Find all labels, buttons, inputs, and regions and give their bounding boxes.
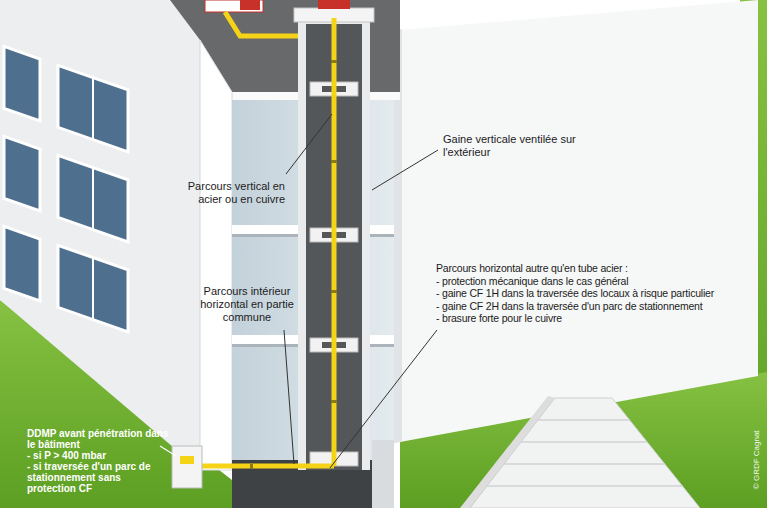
label-group: DDMP avant pénétration dans le bâtiment-… [27,428,169,494]
callout-label: - gaine CF 1H dans la traversée des loca… [436,287,760,300]
label-box: Gaine verticale ventilée sur l'extérieur [443,133,593,159]
callout-label: DDMP avant pénétration dans le bâtiment [27,428,169,450]
callout-label: Gaine verticale ventilée sur l'extérieur [443,133,593,159]
leader-line [284,330,294,464]
label-box: Parcours intérieur horizontal en partie … [196,285,298,325]
leader-line [372,150,438,190]
callout-label: - si P > 400 mbar [27,450,169,461]
leader-line [330,330,437,468]
label-box: © GRDF Cagnat [752,415,762,505]
callout-label: Parcours horizontal autre qu'en tube aci… [436,262,760,275]
callout-label: © GRDF Cagnat [752,415,762,505]
label-box: Parcours vertical en acier ou en cuivre [185,180,285,206]
leader-line [160,446,176,456]
callout-label: - gaine CF 2H dans la traversée d'un par… [436,300,760,313]
callout-label: - brasure forte pour le cuivre [436,312,760,325]
label-group: Parcours horizontal autre qu'en tube aci… [436,262,760,325]
leader-line [286,114,332,174]
callout-label: - si traversée d'un parc de stationnemen… [27,461,169,494]
callout-label: Parcours intérieur horizontal en partie … [196,285,298,325]
callout-label: - protection mécanique dans le cas génér… [436,275,760,288]
callout-label: Parcours vertical en acier ou en cuivre [185,180,285,206]
